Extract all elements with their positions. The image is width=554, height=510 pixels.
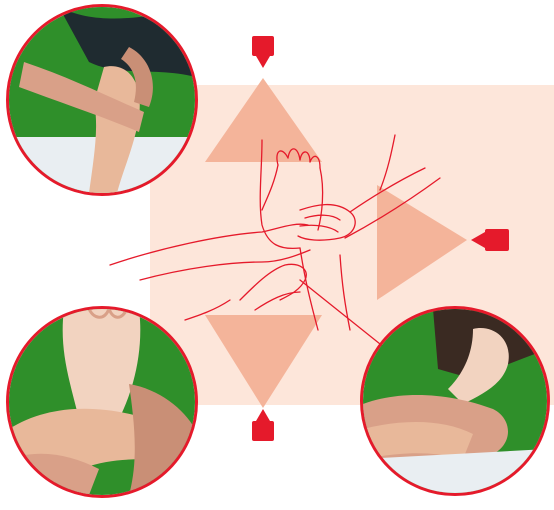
- foot-photo-bottom-right: [360, 306, 550, 496]
- foot-photo-top-left: [6, 4, 198, 196]
- camera-icon-top: [252, 36, 274, 68]
- camera-icon-bottom: [252, 409, 274, 441]
- foot-photo-bottom-left: [6, 306, 198, 498]
